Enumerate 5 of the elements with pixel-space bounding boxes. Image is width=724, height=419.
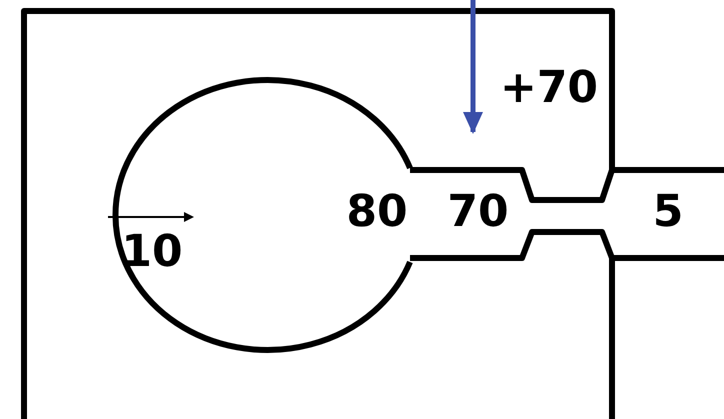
value-label: 80 [346, 187, 408, 237]
value-label: 10 [121, 227, 183, 277]
value-label: 5 [652, 187, 684, 237]
value-label: +70 [500, 63, 598, 113]
value-label: 70 [447, 187, 509, 237]
